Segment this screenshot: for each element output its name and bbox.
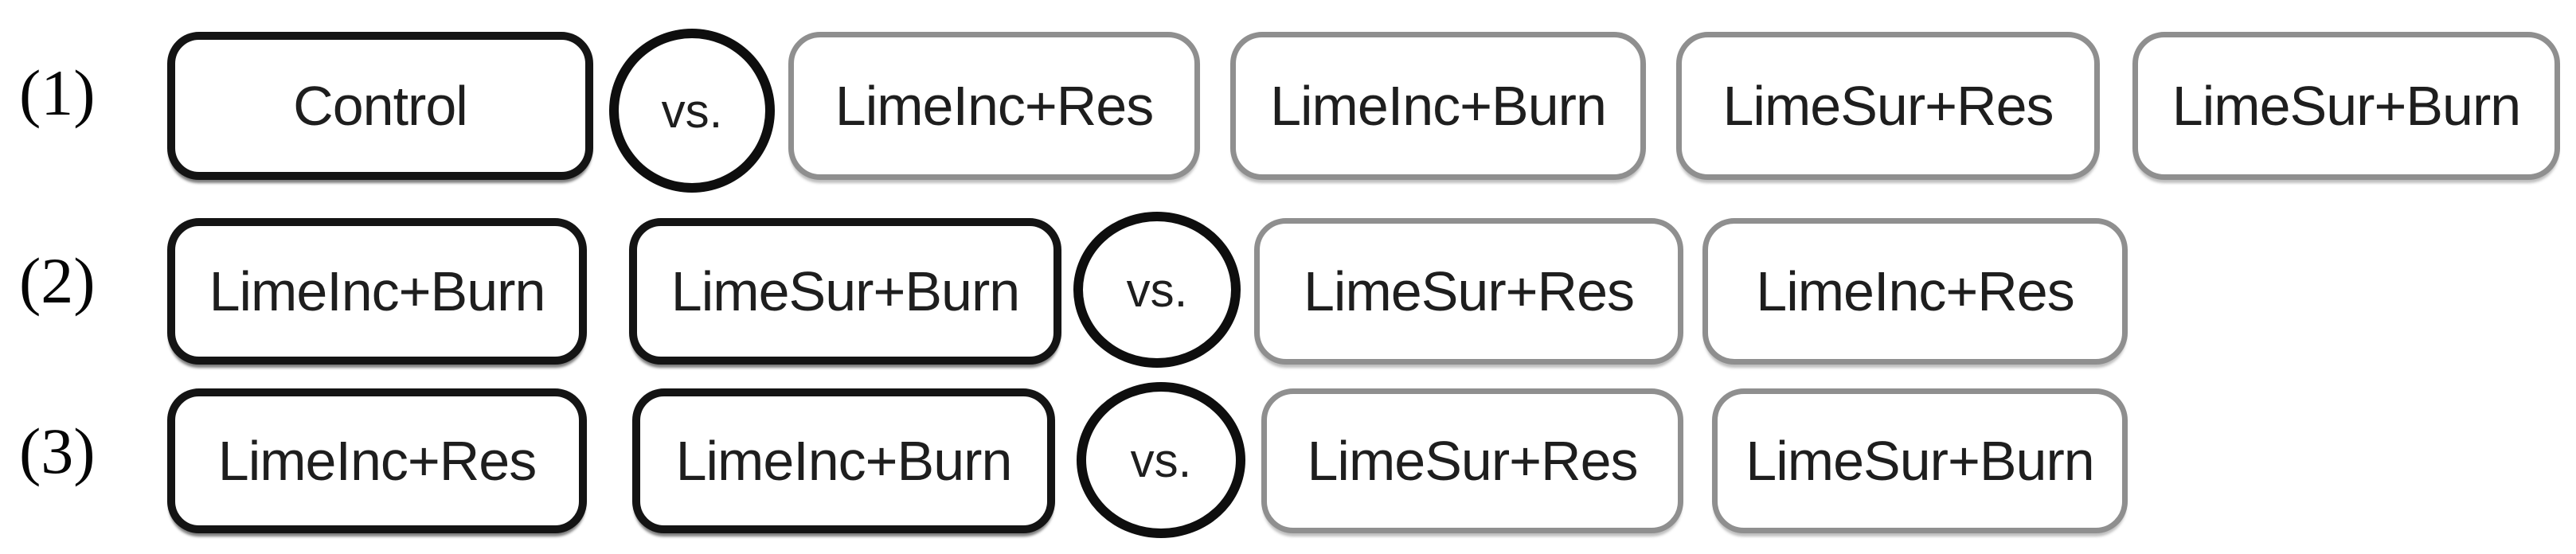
treatment-box-limesur-burn: LimeSur+Burn xyxy=(2132,32,2560,180)
contrast-number-1: (1) xyxy=(19,57,96,129)
treatment-box-limesur-burn: LimeSur+Burn xyxy=(629,218,1061,365)
treatment-box-limeinc-res: LimeInc+Res xyxy=(1702,218,2128,365)
treatment-box-limesur-res: LimeSur+Res xyxy=(1676,32,2100,180)
contrast-number-2: (2) xyxy=(19,244,96,317)
treatment-box-limeinc-burn: LimeInc+Burn xyxy=(167,218,587,365)
contrast-number-3: (3) xyxy=(19,415,96,487)
treatment-box-limesur-res: LimeSur+Res xyxy=(1254,218,1683,365)
treatment-box-control: Control xyxy=(167,32,593,180)
treatment-box-limesur-res: LimeSur+Res xyxy=(1261,388,1683,533)
treatment-box-limesur-burn: LimeSur+Burn xyxy=(1712,388,2128,533)
treatment-box-limeinc-burn: LimeInc+Burn xyxy=(1230,32,1646,180)
treatment-box-limeinc-burn: LimeInc+Burn xyxy=(632,388,1055,533)
vs-badge: vs. xyxy=(609,29,775,193)
treatment-box-limeinc-res: LimeInc+Res xyxy=(167,388,587,533)
treatment-box-limeinc-res: LimeInc+Res xyxy=(788,32,1200,180)
vs-badge: vs. xyxy=(1077,382,1245,538)
vs-badge: vs. xyxy=(1073,212,1241,368)
